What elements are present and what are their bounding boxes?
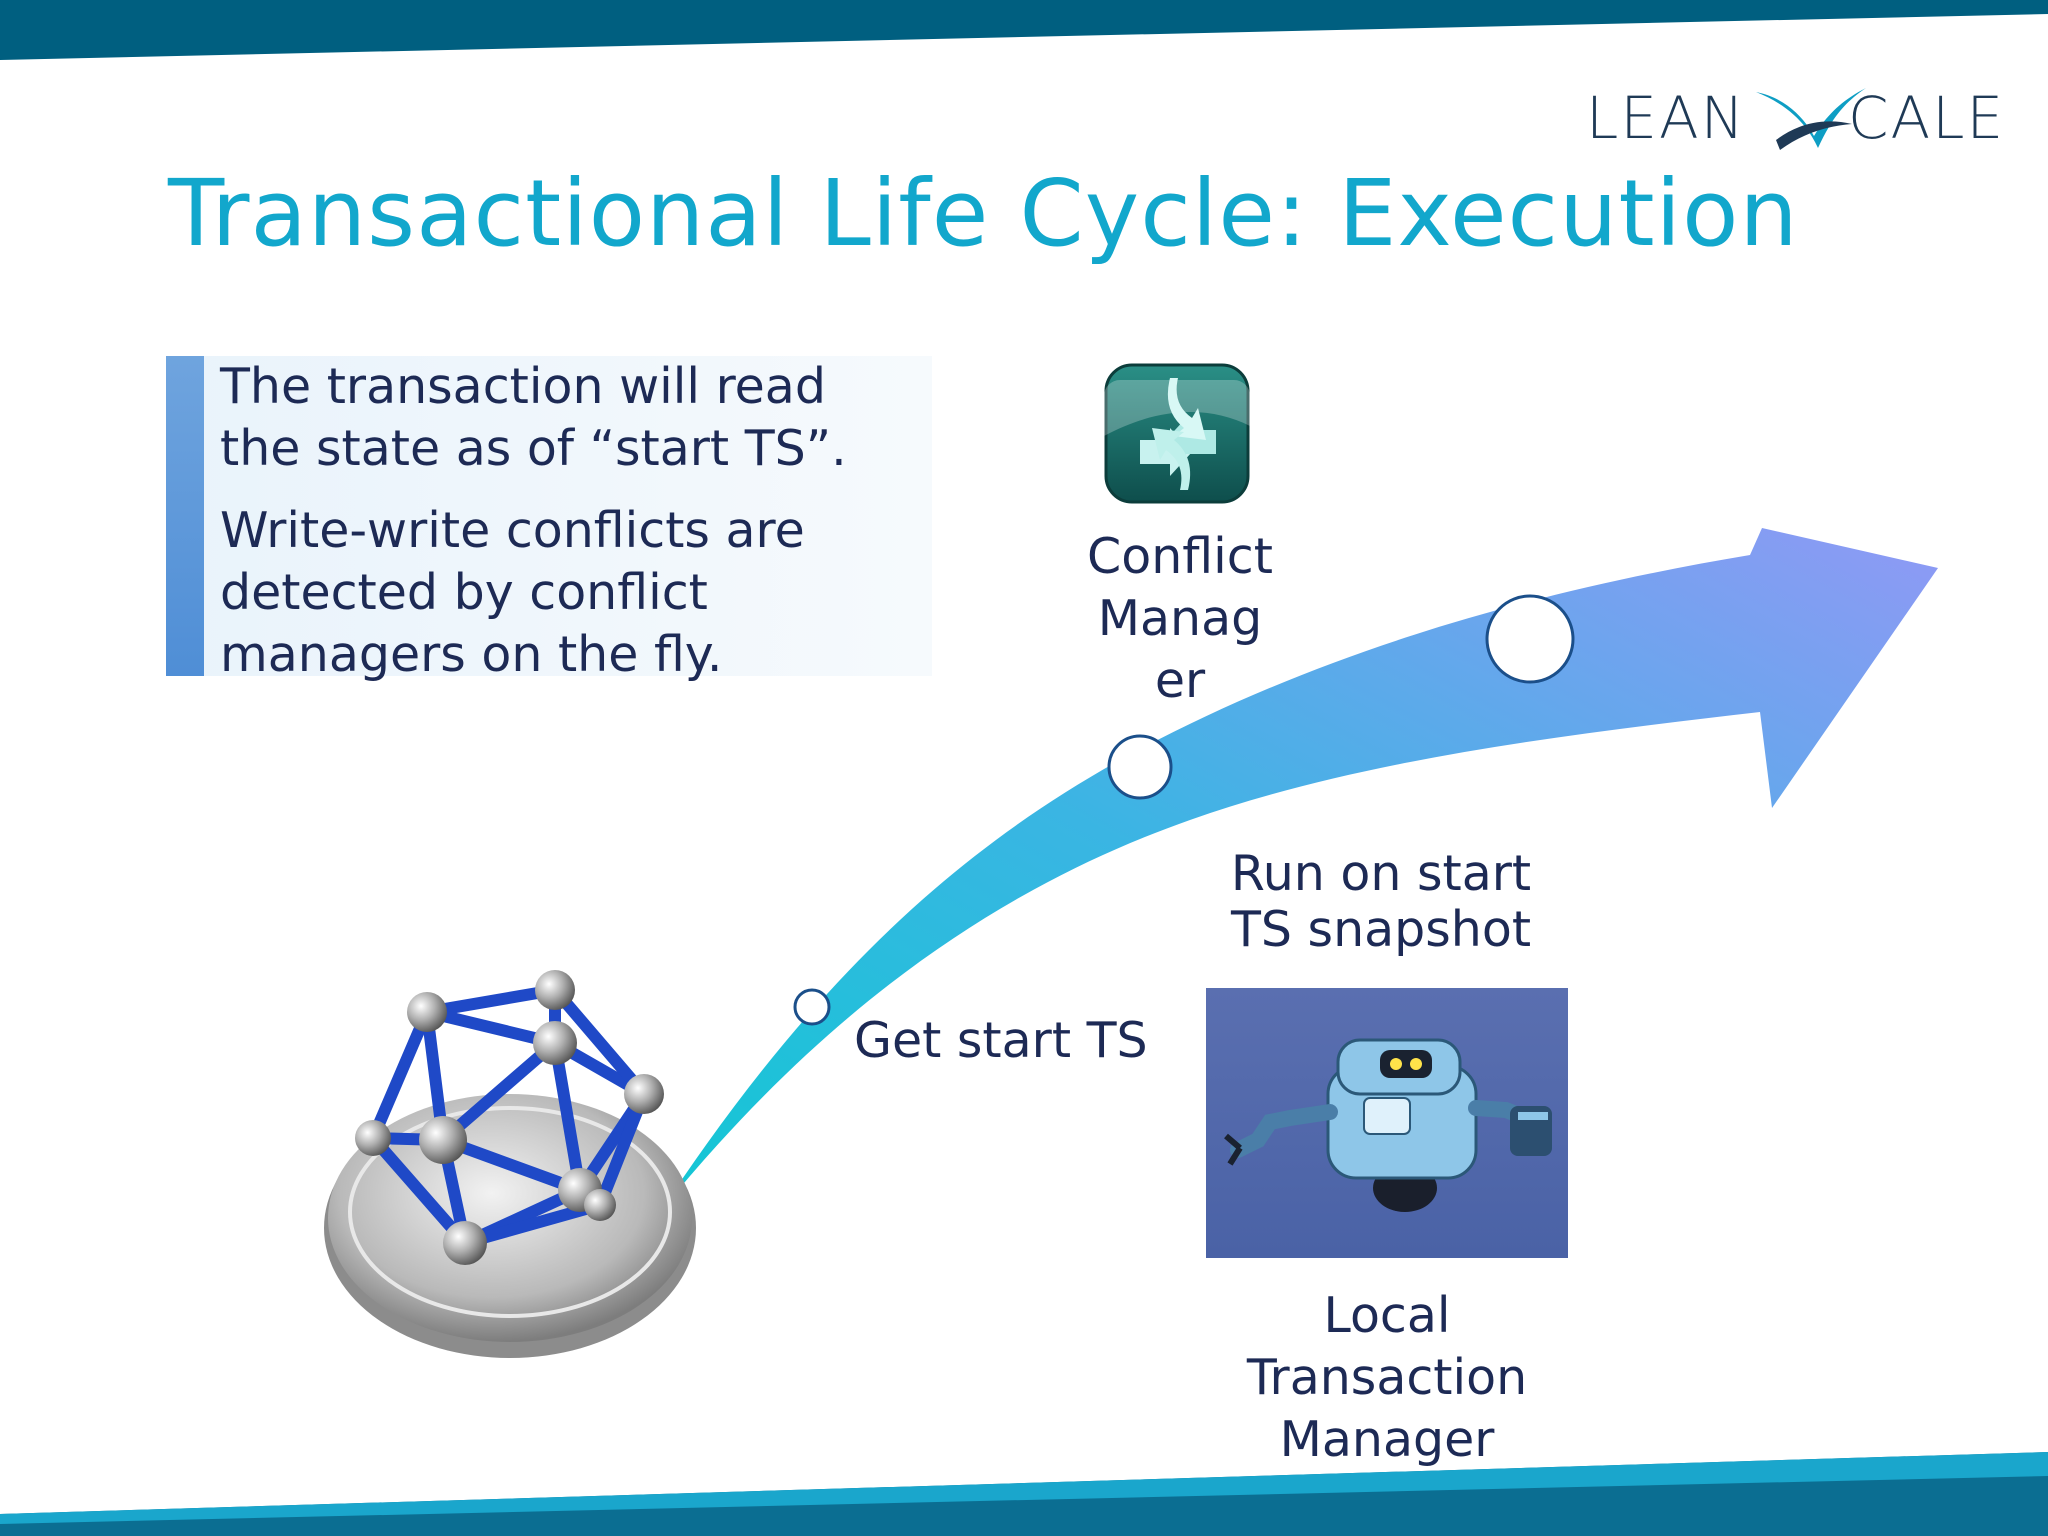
slide-title: Transactional Life Cycle: Execution [168, 160, 1799, 267]
logo-text-left: LEAN [1586, 84, 1747, 152]
callout-line: managers on the fly. [220, 626, 723, 683]
callout-accent-bar [166, 356, 204, 676]
logo-text-right: CALE [1848, 84, 2006, 152]
leanxcale-logo: LEAN CALE [1586, 84, 2003, 154]
get-start-ts-label: Get start TS [854, 1012, 1148, 1069]
conflict-manager-icon [1104, 363, 1250, 504]
callout-paragraph-1: The transaction will read the state as o… [220, 356, 847, 480]
local-transaction-manager-label: Local Transaction Manager [1206, 1285, 1568, 1471]
bottom-band-accent [0, 1452, 2048, 1524]
callout-paragraph-2: Write-write conflicts are detected by co… [220, 500, 805, 686]
timeline-point [1107, 734, 1173, 800]
callout-line: The transaction will read [220, 358, 826, 415]
label-line: TS snapshot [1230, 901, 1532, 958]
timeline-arrow [660, 528, 1938, 1212]
label-line: Manager [1279, 1411, 1495, 1468]
label-line: Transaction [1246, 1349, 1528, 1406]
label-line: Local [1323, 1287, 1451, 1344]
label-line: Manag [1097, 590, 1263, 647]
top-band [0, 0, 2048, 60]
callout-box [166, 356, 932, 676]
conflict-manager-label: Conflict Manag er [1080, 526, 1280, 712]
label-line: er [1154, 652, 1206, 709]
callout-line: detected by conflict [220, 564, 708, 621]
transaction-molecule-icon [324, 970, 696, 1358]
label-line: Conflict [1087, 528, 1273, 585]
label-line: Run on start [1230, 845, 1532, 902]
callout-line: the state as of “start TS”. [220, 420, 847, 477]
robot-icon [1206, 988, 1568, 1258]
logo-x-mark [1756, 88, 1866, 150]
timeline-point [1485, 594, 1575, 684]
timeline-point [793, 988, 831, 1026]
run-on-snapshot-label: Run on start TS snapshot [1216, 846, 1546, 958]
callout-line: Write-write conflicts are [220, 502, 805, 559]
